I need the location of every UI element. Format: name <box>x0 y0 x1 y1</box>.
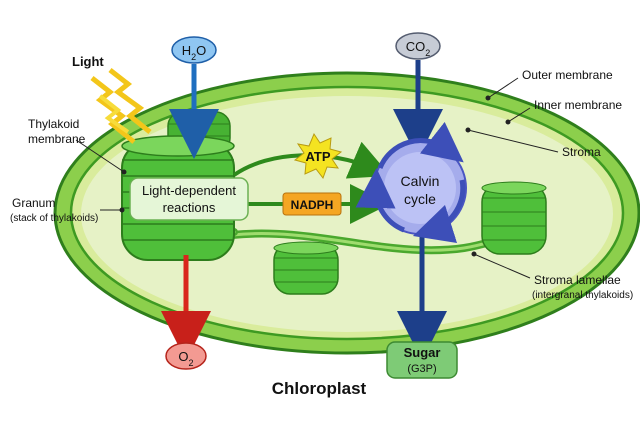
thylakoid-label-2: membrane <box>28 132 86 146</box>
light-reactions-line1: Light-dependent <box>142 183 236 198</box>
stroma-label: Stroma <box>562 145 601 159</box>
water-label: H2O <box>182 43 207 62</box>
atp-star-icon <box>293 132 343 180</box>
water-input: H2O <box>169 36 219 159</box>
inner-membrane-label: Inner membrane <box>534 98 622 112</box>
energy-carriers: ATP NADPH <box>232 132 391 224</box>
light-label: Light <box>72 54 104 69</box>
granum-right <box>481 181 547 255</box>
light-rays-icon <box>90 68 152 144</box>
stroma-lamellae-label: Stroma lamellae <box>534 273 621 287</box>
outer-membrane-label: Outer membrane <box>522 68 613 82</box>
cycle-arrow-icon <box>355 168 406 233</box>
co2-label: CO2 <box>406 39 431 58</box>
light-reactions-box: Light-dependent reactions <box>129 177 249 221</box>
granum-sublabel: (stack of thylakoids) <box>10 213 98 224</box>
cycle-arrow-icon <box>412 179 466 244</box>
oxygen-output: O2 <box>161 255 211 370</box>
oxygen-label: O2 <box>178 349 193 368</box>
calvin-cycle: Calvin cycle <box>355 121 467 244</box>
light-reactions-line2: reactions <box>163 200 216 215</box>
sugar-output: Sugar (G3P) <box>386 228 458 379</box>
granum-lower <box>273 241 339 295</box>
diagram-title: Chloroplast <box>272 379 367 398</box>
nadph-label: NADPH <box>291 198 334 212</box>
nadph-box <box>282 192 342 216</box>
thylakoid-label: Thylakoid <box>28 117 79 131</box>
stroma-lamellae-sublabel: (intergranal thylakoids) <box>532 290 633 301</box>
granum-label: Granum <box>12 196 55 210</box>
atp-label: ATP <box>305 149 330 164</box>
sugar-label: Sugar <box>404 345 441 360</box>
sugar-sublabel: (G3P) <box>407 363 436 375</box>
calvin-line1: Calvin <box>401 173 440 189</box>
calvin-line2: cycle <box>404 191 436 207</box>
leader-lines <box>75 77 559 279</box>
co2-input: CO2 <box>393 32 443 159</box>
cycle-arrow-icon <box>377 121 464 170</box>
